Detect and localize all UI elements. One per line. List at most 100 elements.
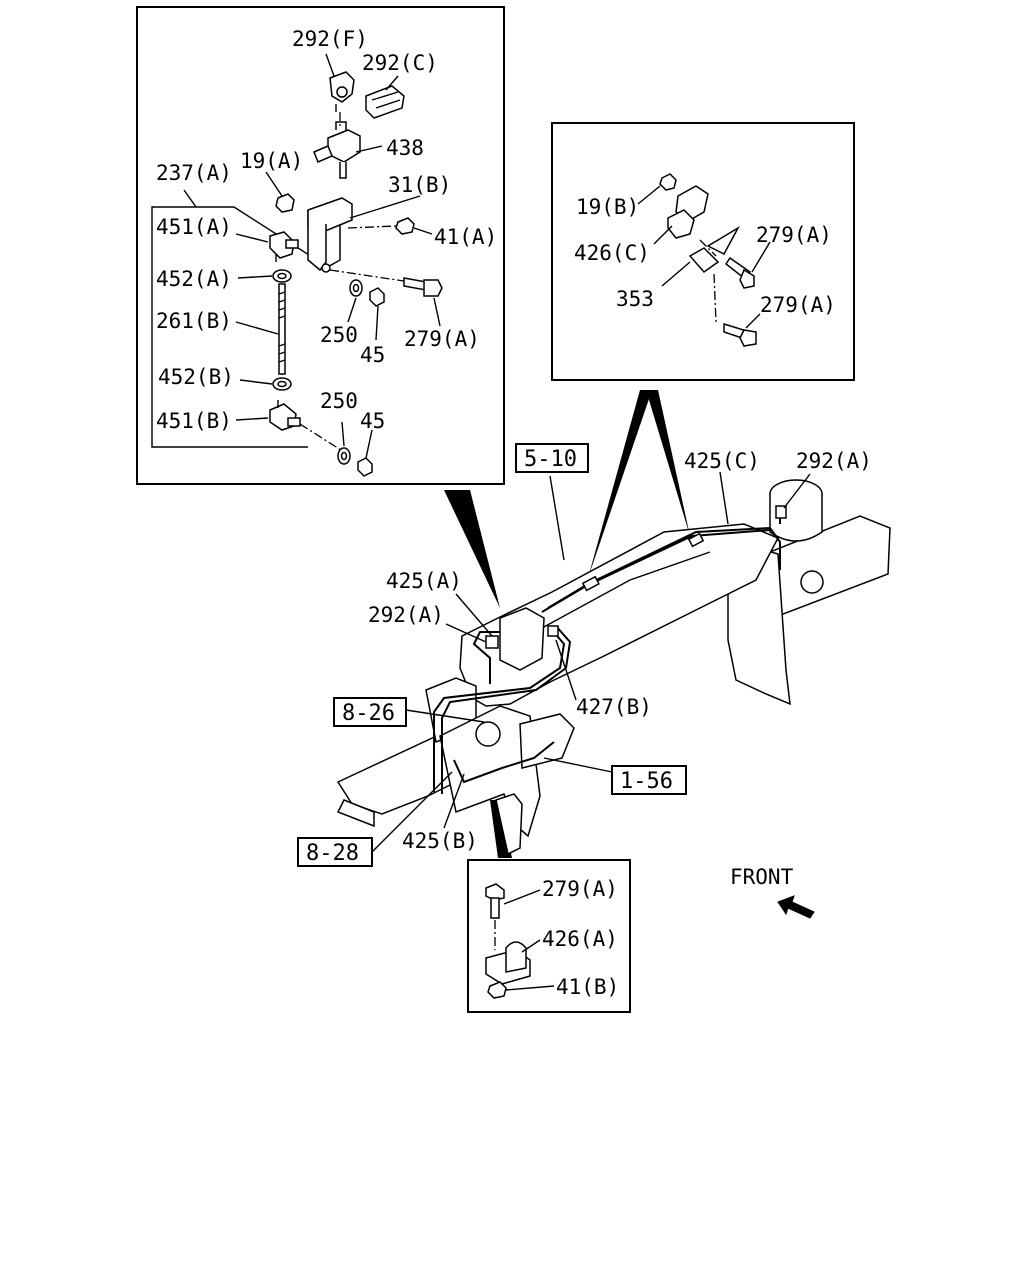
pipe-427b-2 xyxy=(441,625,572,794)
pipe-425a xyxy=(472,631,500,684)
bolt-279a-2-icon xyxy=(724,256,755,289)
fitting-451b-icon xyxy=(269,400,301,431)
fitting-292a-1 xyxy=(775,505,787,519)
label-31b: 31(B) xyxy=(388,173,451,197)
pipe-427b xyxy=(433,629,566,792)
leader-826 xyxy=(405,709,485,723)
inset-frame-2 xyxy=(551,122,855,381)
label-451b: 451(B) xyxy=(156,409,232,433)
callout-wedge-left xyxy=(444,490,500,608)
nut-19a-icon xyxy=(275,193,295,213)
pipe-425b xyxy=(453,741,555,784)
bolt-279a-3-icon xyxy=(723,322,757,347)
label-292c: 292(C) xyxy=(362,51,438,75)
washer-250a-icon xyxy=(349,279,363,297)
connector-292c-icon xyxy=(365,85,405,119)
label-425b: 425(B) xyxy=(402,829,478,853)
label-452b: 452(B) xyxy=(158,365,234,389)
label-279a-4: 279(A) xyxy=(542,877,618,901)
label-426c: 426(C) xyxy=(574,241,650,265)
threaded-rod-261b-icon xyxy=(278,283,286,375)
label-279a-3: 279(A) xyxy=(760,293,836,317)
label-292a-2: 292(A) xyxy=(368,603,444,627)
label-45a: 45 xyxy=(360,343,385,367)
label-261b: 261(B) xyxy=(156,309,232,333)
fitting-upper-2 xyxy=(581,575,600,592)
label-292a-1: 292(A) xyxy=(796,449,872,473)
label-353: 353 xyxy=(616,287,654,311)
reference-box-8-28[interactable] xyxy=(297,837,373,867)
washer-250b-icon xyxy=(337,447,351,465)
reference-8-26[interactable]: 8-26 xyxy=(333,697,407,727)
label-237a: 237(A) xyxy=(156,161,232,185)
clamp-426c-icon xyxy=(667,185,709,239)
bolt-279a-4-icon xyxy=(485,883,505,919)
label-452a: 452(A) xyxy=(156,267,232,291)
reference-text-5-10[interactable]: 5-10 xyxy=(524,447,577,472)
fitting-292a-2 xyxy=(485,635,499,649)
inset-upper-left: 292(F) 292(C) 438 19(A) 237(A) 31(B) 451… xyxy=(136,6,505,485)
label-425c: 425(C) xyxy=(684,449,760,473)
reference-box-5-10[interactable] xyxy=(515,443,589,473)
label-292f: 292(F) xyxy=(292,27,368,51)
leader-510 xyxy=(549,475,565,561)
inset-frame-1 xyxy=(136,6,505,485)
label-250b: 250 xyxy=(320,389,358,413)
nut-19b-icon xyxy=(659,173,677,191)
valve-disc xyxy=(475,721,501,747)
post-lower xyxy=(495,793,523,856)
reference-5-10[interactable]: 5-10 xyxy=(515,443,589,473)
front-label: FRONT xyxy=(730,865,794,889)
washer-452a-icon xyxy=(272,269,292,283)
leader-425b xyxy=(443,773,465,829)
front-arrow-icon xyxy=(777,895,815,919)
washer-452b-icon xyxy=(272,377,292,391)
reference-text-8-26[interactable]: 8-26 xyxy=(342,701,395,726)
fitting-427b xyxy=(547,625,559,637)
reference-1-56[interactable]: 1-56 xyxy=(611,765,687,795)
reference-box-8-26[interactable] xyxy=(333,697,407,727)
leader-425c xyxy=(719,471,729,525)
tee-fitting-438-icon xyxy=(313,121,361,179)
label-451a: 451(A) xyxy=(156,215,232,239)
rail-end xyxy=(336,799,375,828)
valve-bracket xyxy=(519,713,575,769)
label-41a: 41(A) xyxy=(434,225,497,249)
inset-upper-right: 19(B) 279(A) 426(C) 353 279(A) xyxy=(551,122,855,381)
bracket-353-icon xyxy=(688,225,740,274)
reference-text-1-56[interactable]: 1-56 xyxy=(620,769,673,794)
leader-237a xyxy=(183,189,197,208)
valve-block xyxy=(499,607,545,671)
tank-ridge xyxy=(519,551,711,641)
callout-wedge-right-b xyxy=(646,390,690,536)
reference-text-8-28[interactable]: 8-28 xyxy=(306,841,359,866)
label-279a-1: 279(A) xyxy=(404,327,480,351)
leader-292a-1 xyxy=(783,473,811,509)
label-45b: 45 xyxy=(360,409,385,433)
main-assembly xyxy=(336,479,891,856)
fitting-upper-1 xyxy=(687,532,705,548)
bolt-279a-icon xyxy=(403,277,443,297)
label-19a: 19(A) xyxy=(240,149,303,173)
label-425a: 425(A) xyxy=(386,569,462,593)
reference-8-28[interactable]: 8-28 xyxy=(297,837,373,867)
callout-wedge-right-a xyxy=(588,390,652,578)
nut-41a-icon xyxy=(395,217,415,235)
inset-frame-3 xyxy=(467,859,631,1013)
leader-425a xyxy=(455,593,493,637)
label-427b: 427(B) xyxy=(576,695,652,719)
pipe-425c-2 xyxy=(541,529,771,613)
nut-45b-icon xyxy=(357,457,373,477)
label-19b: 19(B) xyxy=(576,195,639,219)
group-bracket-237a xyxy=(151,206,308,448)
elbow-fitting-292f-icon xyxy=(329,71,355,112)
label-438: 438 xyxy=(386,136,424,160)
reference-box-1-56[interactable] xyxy=(611,765,687,795)
leader-156 xyxy=(543,757,613,773)
leader-292a-2 xyxy=(445,623,487,643)
clamp-426a-icon xyxy=(485,941,531,985)
label-250a: 250 xyxy=(320,323,358,347)
label-426a: 426(A) xyxy=(542,927,618,951)
nut-41b-icon xyxy=(487,981,507,999)
